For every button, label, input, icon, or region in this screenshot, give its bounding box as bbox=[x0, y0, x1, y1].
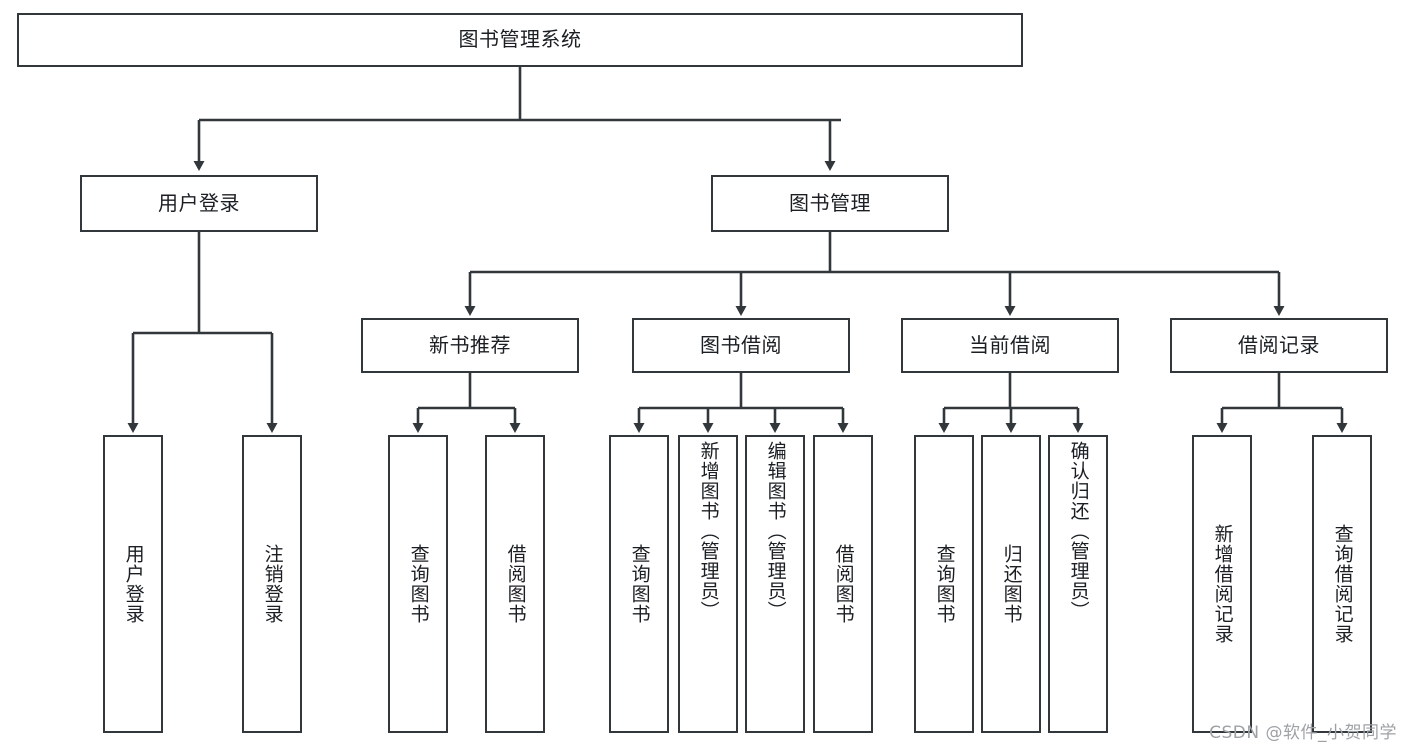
node-leaf-query-book-3[interactable]: 查询图书 bbox=[914, 435, 974, 733]
node-current-borrow[interactable]: 当前借阅 bbox=[901, 318, 1119, 373]
node-leaf-query-book-2-label: 查询图书 bbox=[628, 544, 651, 624]
node-borrow-record-label: 借阅记录 bbox=[1238, 332, 1320, 357]
node-book-manage-label: 图书管理 bbox=[789, 190, 871, 215]
node-root-system[interactable]: 图书管理系统 bbox=[17, 13, 1023, 67]
node-leaf-borrow-book-2[interactable]: 借阅图书 bbox=[813, 435, 873, 733]
node-root-label: 图书管理系统 bbox=[458, 27, 582, 52]
node-leaf-query-book-1[interactable]: 查询图书 bbox=[388, 435, 448, 733]
node-leaf-user-logout[interactable]: 注销登录 bbox=[242, 435, 302, 733]
node-current-borrow-label: 当前借阅 bbox=[969, 332, 1051, 357]
node-leaf-user-login-label: 用户登录 bbox=[122, 544, 145, 624]
node-leaf-add-book-label: 新增图书（管理员） bbox=[697, 441, 720, 621]
node-leaf-borrow-book-2-label: 借阅图书 bbox=[832, 544, 855, 624]
node-new-book-rec-label: 新书推荐 bbox=[429, 332, 511, 357]
csdn-watermark: CSDN @软件_小贺同学 bbox=[1209, 723, 1397, 743]
node-leaf-add-record-label: 新增借阅记录 bbox=[1211, 524, 1234, 644]
node-leaf-query-book-1-label: 查询图书 bbox=[407, 544, 430, 624]
node-leaf-borrow-book-1-label: 借阅图书 bbox=[504, 544, 527, 624]
node-leaf-confirm-return[interactable]: 确认归还（管理员） bbox=[1048, 435, 1108, 733]
node-leaf-add-book[interactable]: 新增图书（管理员） bbox=[678, 435, 738, 733]
node-leaf-edit-book-label: 编辑图书（管理员） bbox=[764, 441, 787, 621]
node-leaf-user-login[interactable]: 用户登录 bbox=[103, 435, 163, 733]
node-leaf-query-book-2[interactable]: 查询图书 bbox=[609, 435, 669, 733]
node-leaf-query-book-3-label: 查询图书 bbox=[933, 544, 956, 624]
node-leaf-edit-book[interactable]: 编辑图书（管理员） bbox=[745, 435, 805, 733]
node-book-borrow[interactable]: 图书借阅 bbox=[632, 318, 850, 373]
node-leaf-confirm-return-label: 确认归还（管理员） bbox=[1067, 441, 1090, 621]
node-user-login[interactable]: 用户登录 bbox=[80, 175, 318, 232]
node-leaf-borrow-book-1[interactable]: 借阅图书 bbox=[485, 435, 545, 733]
node-new-book-rec[interactable]: 新书推荐 bbox=[361, 318, 579, 373]
node-leaf-user-logout-label: 注销登录 bbox=[261, 544, 284, 624]
node-leaf-query-record[interactable]: 查询借阅记录 bbox=[1312, 435, 1372, 733]
node-leaf-return-book[interactable]: 归还图书 bbox=[981, 435, 1041, 733]
node-user-login-label: 用户登录 bbox=[158, 190, 240, 215]
node-book-manage[interactable]: 图书管理 bbox=[711, 175, 949, 232]
node-leaf-query-record-label: 查询借阅记录 bbox=[1331, 524, 1354, 644]
node-leaf-add-record[interactable]: 新增借阅记录 bbox=[1192, 435, 1252, 733]
node-leaf-return-book-label: 归还图书 bbox=[1000, 544, 1023, 624]
node-borrow-record[interactable]: 借阅记录 bbox=[1170, 318, 1388, 373]
node-book-borrow-label: 图书借阅 bbox=[700, 332, 782, 357]
